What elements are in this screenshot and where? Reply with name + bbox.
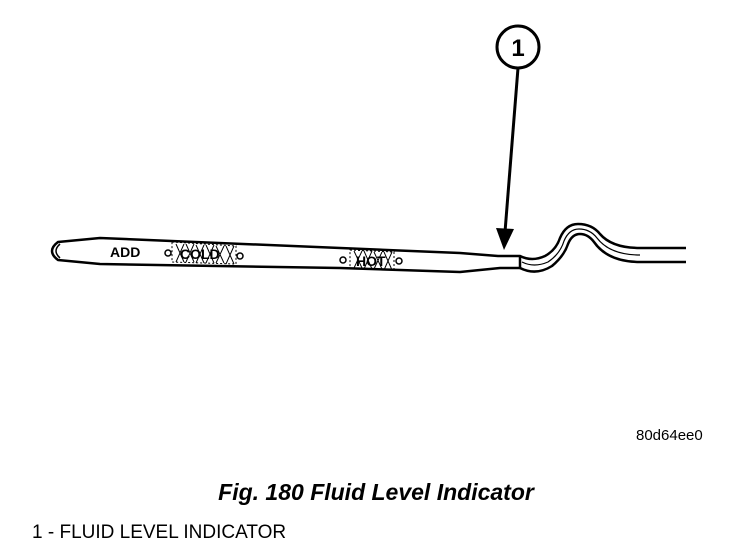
callout-leader-line — [503, 67, 520, 233]
hot-hatch-zone — [349, 249, 395, 271]
dipstick-handle-inner — [519, 232, 686, 273]
fluid-level-indicator-diagram: ADD COLD HOT 1 — [50, 24, 686, 274]
legend-number: 1 — [32, 522, 43, 543]
legend-item: 1 - FLUID LEVEL INDICATOR — [32, 522, 286, 544]
cold-hatch-zone — [171, 241, 237, 265]
hot-marking: HOT — [356, 253, 386, 269]
callout-circle — [495, 24, 541, 70]
figure-id: 80d64ee0 — [636, 427, 703, 444]
add-marking: ADD — [110, 244, 140, 260]
cold-right-dot — [236, 252, 244, 260]
cold-marking: COLD — [180, 246, 220, 262]
dipstick-handle-mid — [521, 228, 641, 266]
dipstick-blade — [50, 236, 522, 274]
hot-right-dot — [395, 257, 403, 265]
dipstick-handle-outer — [519, 222, 686, 261]
legend-text: FLUID LEVEL INDICATOR — [59, 522, 287, 543]
callout-arrowhead — [496, 228, 514, 250]
legend-separator: - — [42, 522, 60, 543]
hot-left-dot — [339, 256, 347, 264]
cold-left-dot — [164, 249, 172, 257]
dipstick-tip-edge — [55, 243, 61, 259]
callout-number: 1 — [511, 35, 524, 62]
figure-caption: Fig. 180 Fluid Level Indicator — [218, 479, 534, 505]
